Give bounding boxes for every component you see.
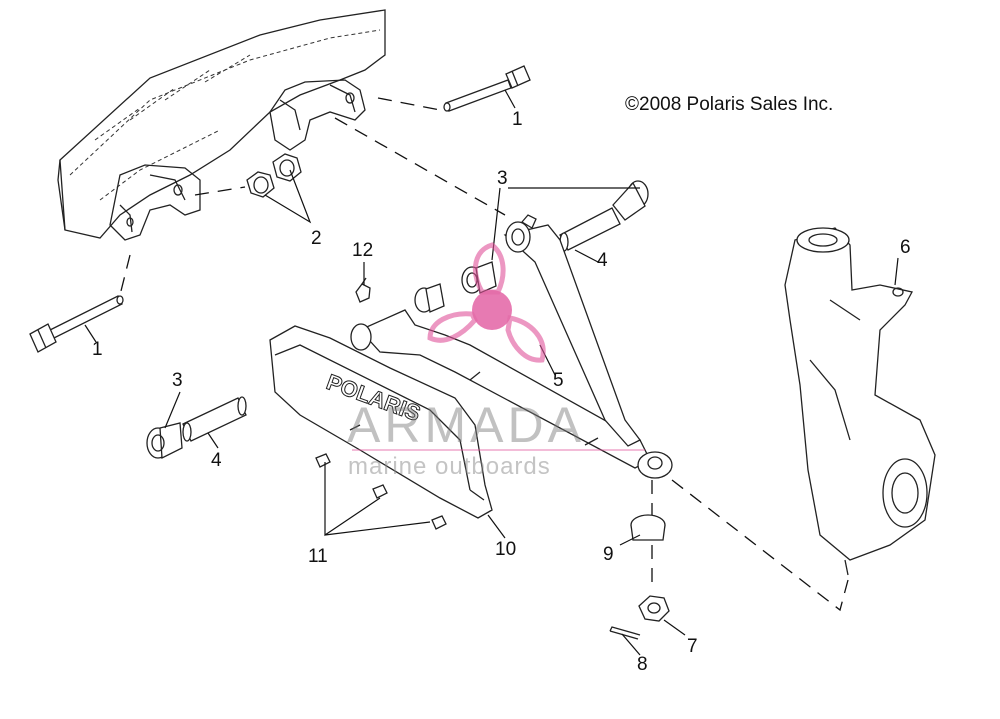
callout-bolt-upper: 1 xyxy=(512,109,523,130)
screws xyxy=(315,453,447,530)
bushing-left xyxy=(146,422,183,460)
callout-dust-cap: 9 xyxy=(603,544,614,565)
callout-bushing-left: 3 xyxy=(172,370,183,391)
sleeve-left xyxy=(182,396,247,442)
a-arm-guard: POLARIS xyxy=(269,325,493,519)
alignment-lines xyxy=(119,97,849,612)
cotter-pin xyxy=(609,626,641,640)
sleeve-upper-right xyxy=(559,207,621,252)
watermark-subtitle: marine outboards xyxy=(348,453,551,480)
copyright-notice: ©2008 Polaris Sales Inc. xyxy=(625,94,833,115)
bolt-upper xyxy=(443,65,531,112)
castle-nut xyxy=(638,595,670,622)
frame xyxy=(57,9,386,241)
callouts: 1 1 2 3 3 4 4 5 6 7 8 9 10 11 12 xyxy=(92,109,911,675)
callout-sleeve-left: 4 xyxy=(211,450,222,471)
leader-lines xyxy=(84,89,899,656)
callout-sleeve-upper: 4 xyxy=(597,250,608,271)
watermark: ARMADA marine outboards xyxy=(347,242,645,480)
callout-guard: 10 xyxy=(495,539,516,560)
nut-pair xyxy=(246,153,302,198)
a-arm xyxy=(350,214,673,479)
watermark-logo-icon xyxy=(427,242,546,363)
callout-grease-fitting: 12 xyxy=(352,240,373,261)
callout-castle-nut: 7 xyxy=(687,636,698,657)
dust-cap xyxy=(630,514,666,541)
callout-bushings-upper: 3 xyxy=(497,168,508,189)
callout-nuts: 2 xyxy=(311,228,322,249)
grease-fitting xyxy=(355,277,371,303)
spindle xyxy=(784,227,936,576)
bolt-lower xyxy=(29,295,124,353)
watermark-title: ARMADA xyxy=(347,397,585,453)
callout-screws: 11 xyxy=(308,546,328,567)
bushing-upper-right xyxy=(612,180,649,221)
callout-cotter-pin: 8 xyxy=(637,654,648,675)
callout-a-arm: 5 xyxy=(553,370,564,391)
bushing-arm-inner xyxy=(414,261,497,313)
callout-spindle: 6 xyxy=(900,237,911,258)
callout-bolt-lower: 1 xyxy=(92,339,103,360)
